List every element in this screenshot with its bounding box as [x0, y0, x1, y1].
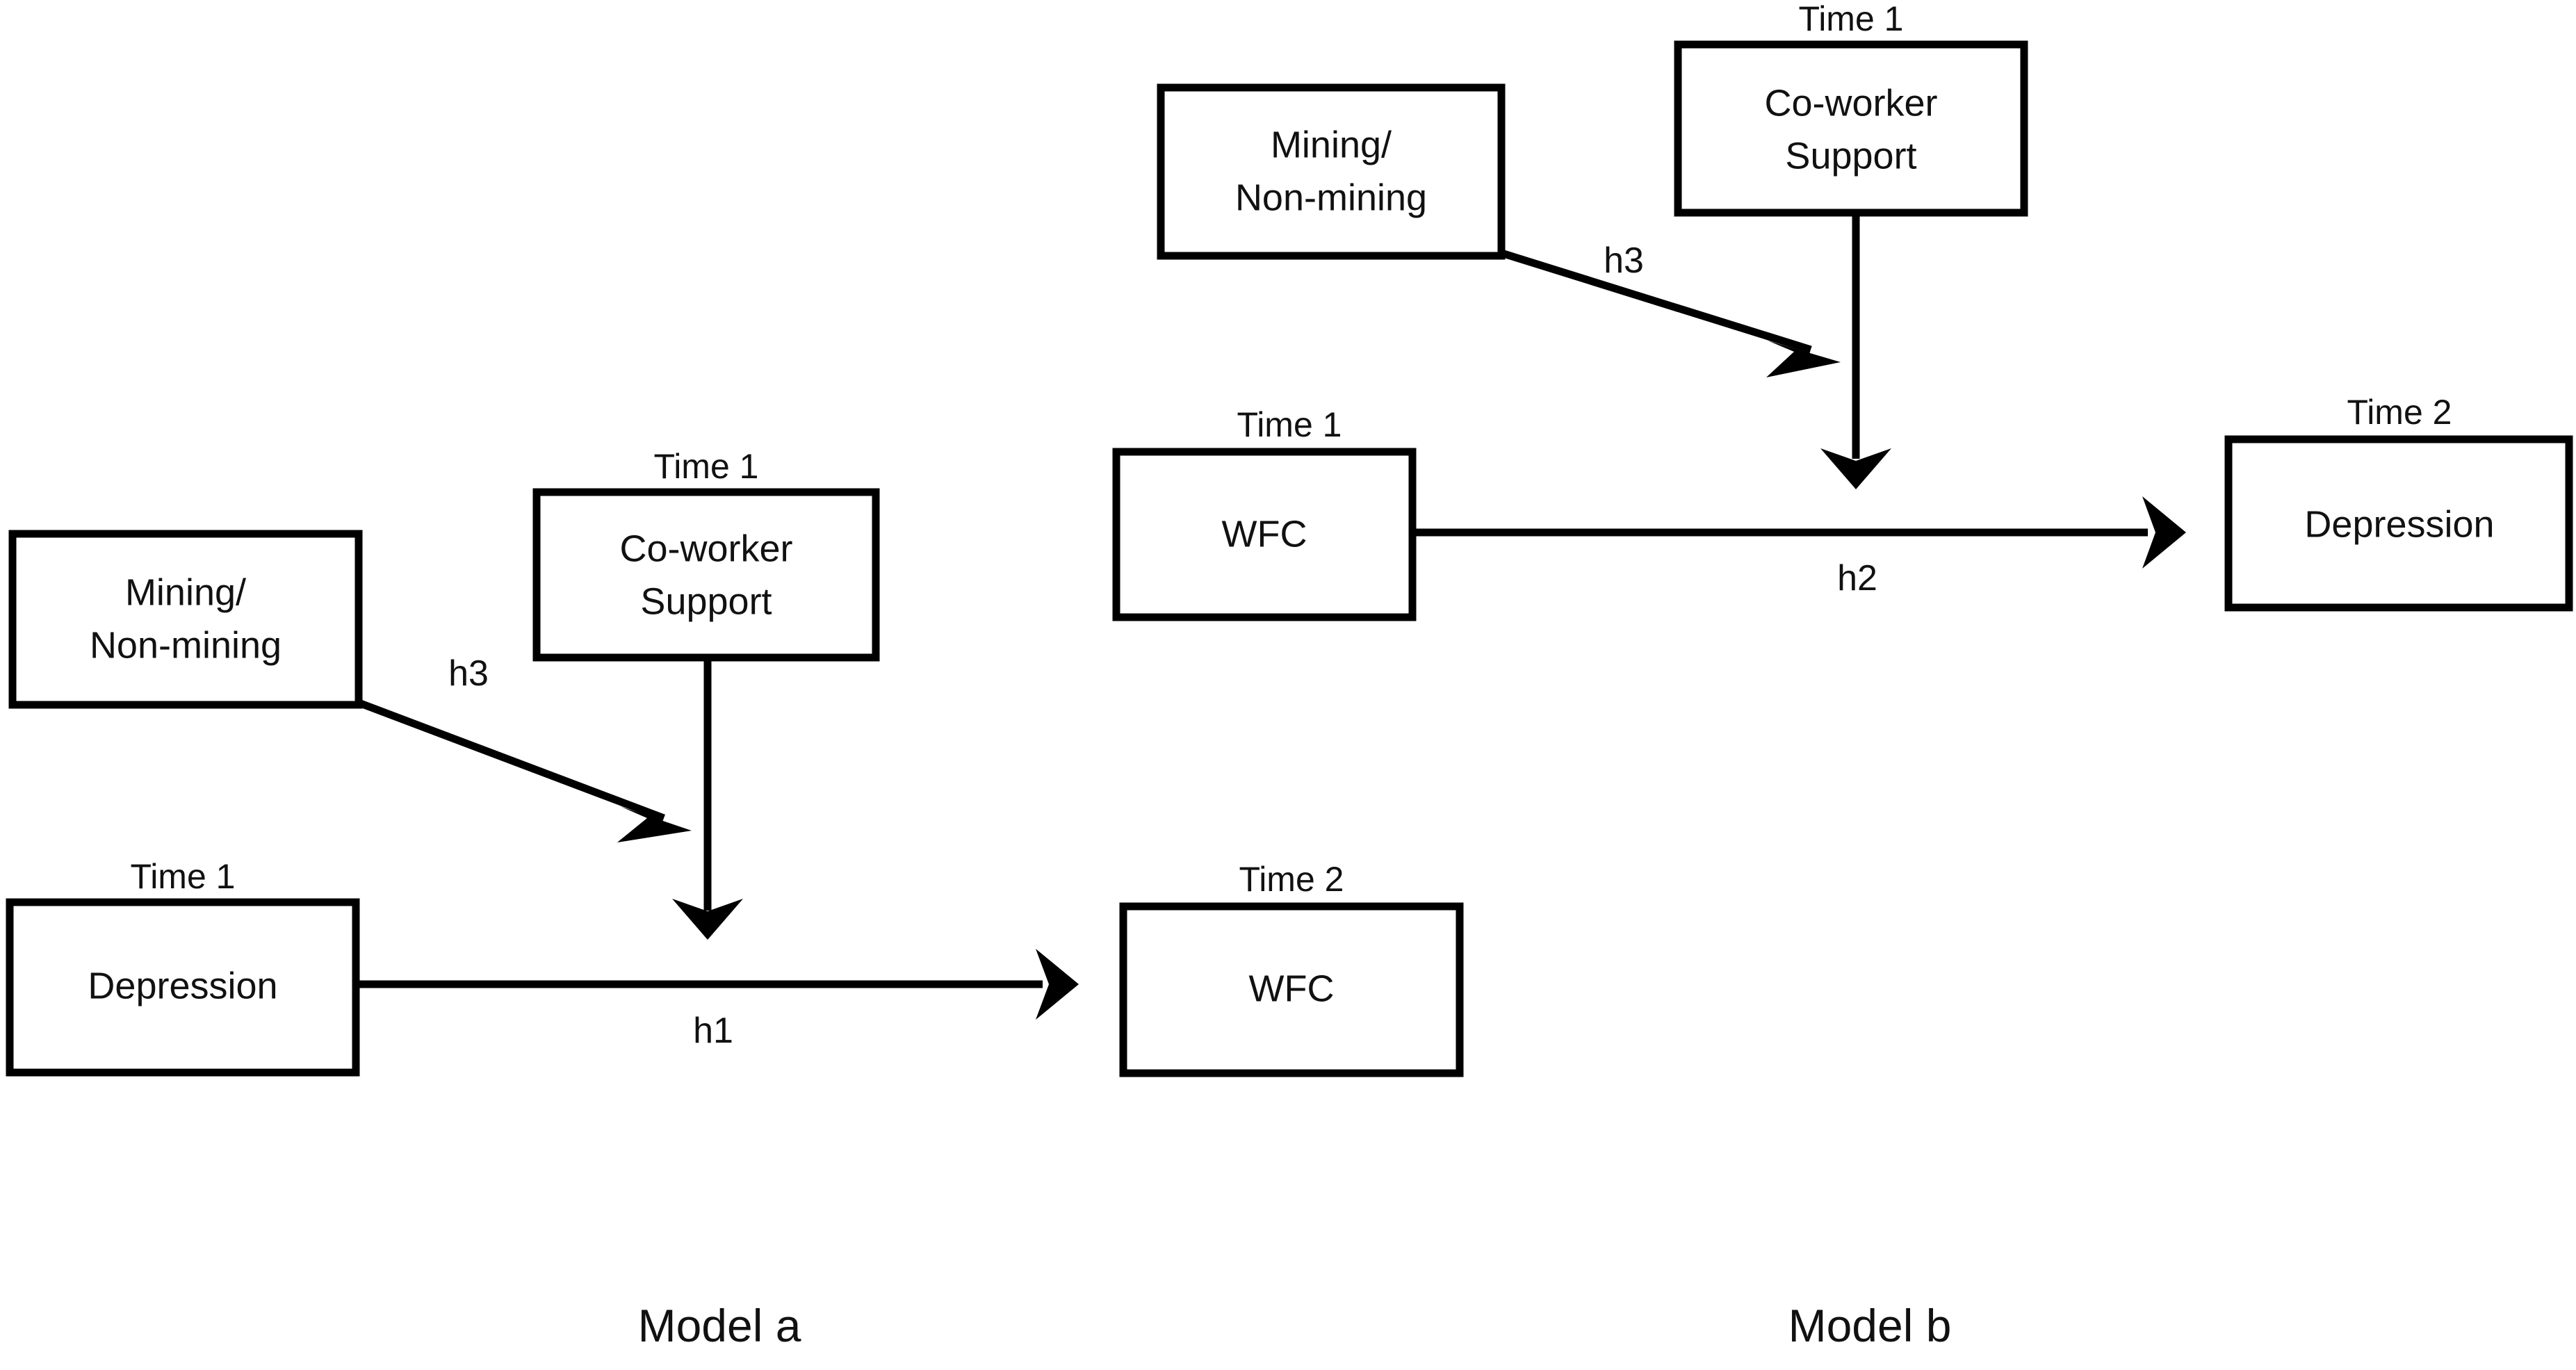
edge-support-to-h2-b[interactable] [1820, 213, 1891, 489]
edge-h2-b[interactable]: h2 [1412, 496, 2186, 598]
node-wfc-t2-a[interactable]: Time 2 WFC [1119, 860, 1464, 1077]
node-label: WFC [1249, 968, 1335, 1009]
arrow-head-h2-b [2142, 496, 2186, 569]
model-a-caption: Model a [638, 1300, 801, 1351]
node-label-line2: Support [640, 580, 772, 622]
node-box [8, 530, 363, 709]
edge-h1-a[interactable]: h1 [356, 949, 1079, 1051]
model-b-caption: Model b [1788, 1300, 1952, 1351]
time-caption-coworker-support-b: Time 1 [1799, 0, 1904, 38]
edge-support-to-h1-a[interactable] [672, 658, 743, 940]
time-caption-wfc-a: Time 2 [1239, 860, 1344, 899]
edge-h3-b[interactable]: h3 [1500, 240, 1841, 377]
node-box [1157, 83, 1506, 260]
node-label: WFC [1222, 513, 1307, 555]
arrow-head-support-b [1820, 448, 1891, 489]
arrow-head-h1-a [1036, 949, 1079, 1020]
node-label: Depression [88, 965, 277, 1006]
edge-line-h3-a [357, 699, 665, 822]
edge-label-h3-a: h3 [448, 653, 489, 694]
node-box [1119, 902, 1464, 1077]
node-mining-nonmining-b[interactable]: Mining/ Non-mining [1157, 83, 1506, 260]
edge-label-h1-a: h1 [693, 1011, 733, 1051]
time-caption-depression-b: Time 2 [2347, 393, 2452, 432]
node-label-line2: Support [1785, 135, 1916, 177]
node-depression-t1-a[interactable]: Time 1 Depression [6, 857, 360, 1077]
arrow-head-support-a [672, 899, 743, 940]
node-label-line2: Non-mining [1235, 177, 1427, 218]
time-caption-wfc-b: Time 1 [1237, 405, 1342, 444]
node-label-line1: Mining/ [125, 571, 246, 613]
model-b-group: Mining/ Non-mining Time 1 Co-worker Supp… [1112, 0, 2573, 1351]
arrow-head-h3-a [617, 806, 692, 842]
node-label: Depression [2304, 503, 2494, 545]
node-box [532, 488, 880, 662]
node-depression-t2-b[interactable]: Time 2 Depression [2224, 393, 2573, 612]
edge-label-h2-b: h2 [1837, 558, 1877, 598]
node-label-line1: Co-worker [1764, 82, 1937, 124]
node-label-line2: Non-mining [90, 624, 282, 666]
node-coworker-support-b[interactable]: Time 1 Co-worker Support [1674, 0, 2028, 217]
node-label-line1: Co-worker [619, 528, 792, 569]
node-box [2224, 435, 2573, 612]
node-mining-nonmining-a[interactable]: Mining/ Non-mining [8, 530, 363, 709]
time-caption-coworker-support-a: Time 1 [654, 447, 759, 486]
node-box [1674, 40, 2028, 217]
edge-h3-a[interactable]: h3 [357, 653, 692, 842]
model-a-group: Mining/ Non-mining Time 1 Co-worker Supp… [6, 447, 1464, 1351]
node-coworker-support-a[interactable]: Time 1 Co-worker Support [532, 447, 880, 662]
arrow-head-h3-b [1766, 341, 1841, 377]
edge-label-h3-b: h3 [1604, 240, 1644, 281]
node-box [1112, 448, 1417, 621]
node-wfc-t1-b[interactable]: Time 1 WFC [1112, 405, 1417, 621]
node-label-line1: Mining/ [1271, 124, 1392, 165]
time-caption-depression-a: Time 1 [131, 857, 236, 896]
edge-line-h3-b [1500, 249, 1812, 354]
